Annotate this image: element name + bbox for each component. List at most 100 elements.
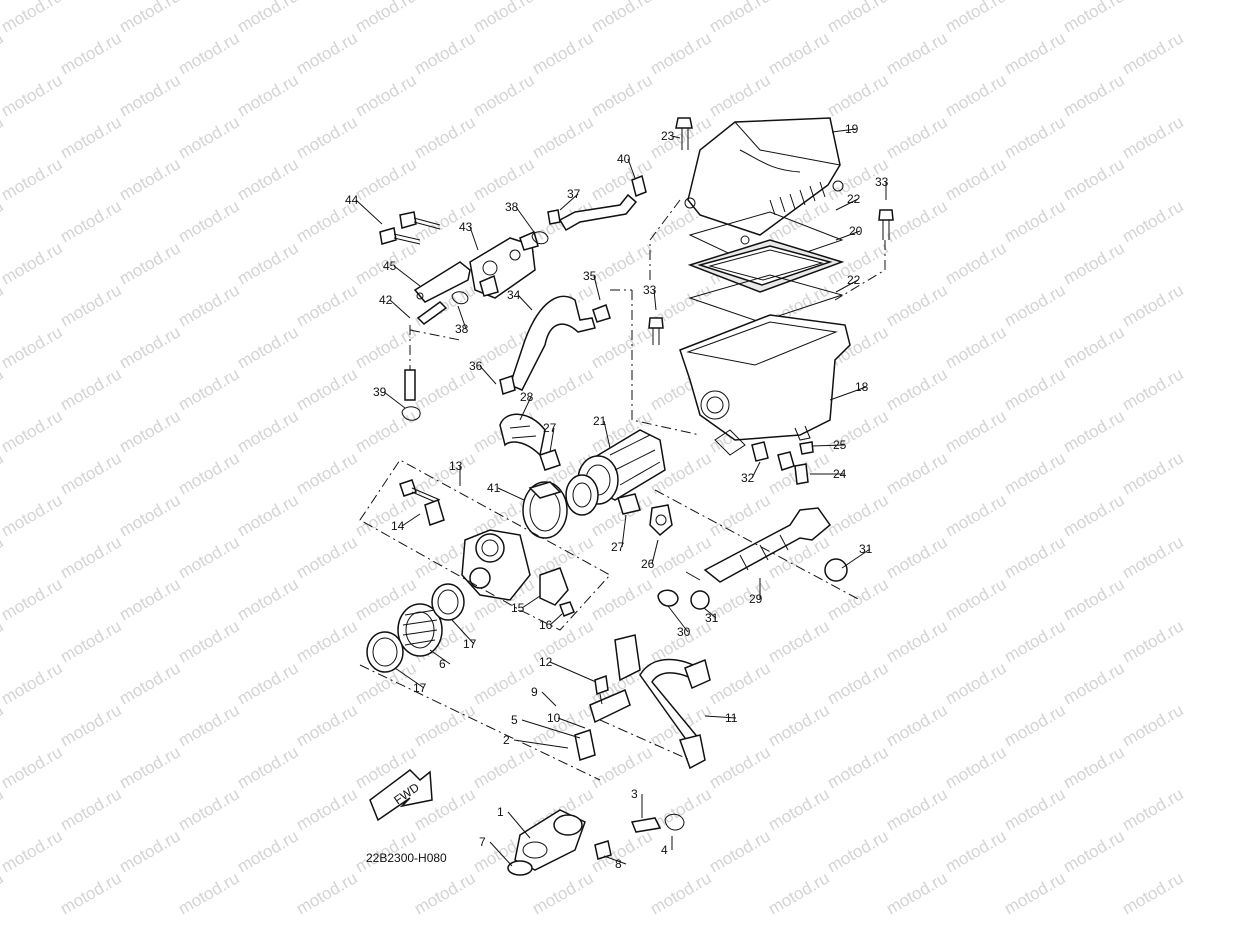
callout-number: 1	[497, 805, 504, 819]
leader-line	[519, 396, 532, 421]
leader-line	[469, 226, 479, 251]
intake-manifold	[507, 809, 685, 876]
callout-number: 7	[479, 835, 486, 849]
leader-line	[841, 548, 871, 569]
hose-28	[499, 413, 546, 457]
callout-number: 17	[413, 681, 427, 695]
callout-number: 17	[463, 637, 477, 651]
callout-number: 33	[643, 283, 657, 297]
leader-line	[829, 386, 867, 401]
breather-hose-34	[499, 295, 611, 395]
callout-number: 3	[631, 787, 638, 801]
air-box-cover	[684, 117, 844, 245]
callout-number: 38	[505, 200, 519, 214]
callout-number: 14	[391, 519, 405, 533]
leader-line	[549, 661, 597, 683]
leader-line	[627, 158, 636, 179]
callout-number: 25	[833, 438, 847, 452]
leader-line	[549, 427, 555, 453]
leader-line	[549, 613, 563, 626]
callout-number: 10	[547, 711, 561, 725]
callout-number: 26	[641, 557, 655, 571]
callout-number: 37	[567, 187, 581, 201]
callout-number: 40	[617, 152, 631, 166]
leader-line	[515, 206, 535, 233]
callout-number: 22	[847, 273, 861, 287]
diagram-code: 22B2300-H080	[366, 851, 447, 865]
callout-number: 27	[611, 540, 625, 554]
callout-number: 38	[455, 322, 469, 336]
leader-line	[389, 299, 411, 319]
air-box-case	[679, 314, 851, 456]
leader-line	[513, 739, 569, 749]
callout-number: 28	[520, 390, 534, 404]
callout-number: 35	[583, 269, 597, 283]
leader-line	[603, 420, 611, 449]
leader-line	[457, 305, 467, 330]
leader-line	[521, 719, 581, 739]
leader-line	[383, 391, 406, 409]
leader-line	[497, 487, 525, 501]
leader-line	[479, 365, 497, 385]
callout-number: 16	[539, 618, 553, 632]
leader-line	[651, 539, 659, 565]
callout-number: 31	[705, 611, 719, 625]
leader-line	[355, 199, 383, 225]
callout-number: 6	[439, 657, 446, 671]
hose-clamp-41	[522, 474, 599, 539]
callout-number: 19	[845, 122, 859, 136]
hose-37	[547, 174, 647, 232]
callout-number: 31	[859, 542, 873, 556]
fuel-injector	[574, 634, 641, 761]
sensor-26	[649, 504, 673, 537]
callout-number: 42	[379, 293, 393, 307]
leader-line	[704, 715, 737, 719]
leader-line	[593, 275, 601, 301]
leader-line	[507, 811, 531, 839]
fuel-hose-11	[639, 658, 711, 770]
callout-number: 8	[615, 857, 622, 871]
leader-line	[489, 841, 513, 867]
callout-number: 32	[741, 471, 755, 485]
intake-joint-6	[366, 583, 465, 673]
small-parts	[751, 441, 814, 485]
filter-gaskets	[687, 211, 845, 323]
callout-number: 5	[511, 713, 518, 727]
leader-line	[541, 691, 557, 707]
leader-line	[521, 595, 541, 609]
leader-line	[835, 279, 859, 293]
leader-line	[751, 461, 761, 479]
assembly-lines	[359, 199, 886, 781]
callout-number: 36	[469, 359, 483, 373]
leader-line	[621, 514, 627, 548]
callout-number: 33	[875, 175, 889, 189]
callout-number: 12	[539, 655, 553, 669]
reed-valve-43	[469, 230, 539, 299]
leader-line	[559, 193, 579, 211]
callout-number: 11	[725, 711, 738, 725]
leader-line	[603, 855, 627, 865]
callout-number: 27	[543, 421, 557, 435]
callout-number: 29	[749, 592, 763, 606]
leader-line	[394, 667, 425, 689]
leader-line	[451, 619, 475, 645]
callout-number: 23	[661, 129, 675, 143]
leader-line	[429, 649, 451, 665]
leader-line	[835, 198, 859, 211]
callout-number: 39	[373, 385, 387, 399]
callout-number: 9	[531, 685, 538, 699]
leader-line	[811, 444, 845, 447]
callout-number: 2	[503, 733, 510, 747]
callout-number: 41	[487, 481, 501, 495]
leader-line	[667, 605, 689, 633]
callout-number: 18	[855, 380, 869, 394]
bolts	[648, 117, 894, 345]
hose-42	[401, 231, 549, 421]
leader-line	[831, 128, 857, 133]
clamps-27	[539, 449, 641, 515]
callout-number: 44	[345, 193, 359, 207]
bracket-45	[379, 211, 471, 303]
leader-line	[703, 607, 717, 619]
